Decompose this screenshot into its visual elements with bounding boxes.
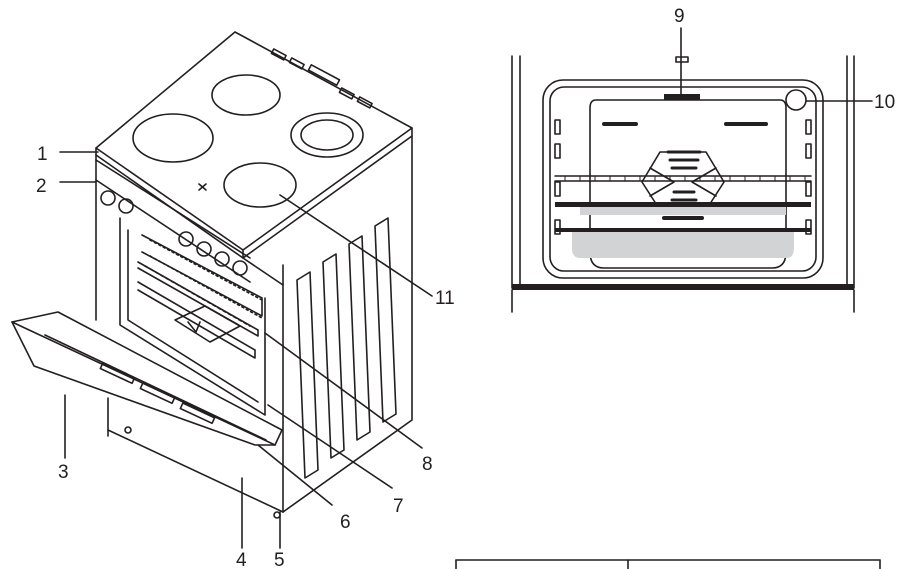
callout-1: 1 — [37, 144, 48, 165]
callout-11: 11 — [435, 288, 455, 309]
callout-4: 4 — [236, 550, 247, 569]
door-hinge-marks — [99, 362, 216, 425]
oven-cavity — [119, 217, 266, 416]
hotplate-back-right-icon — [290, 112, 364, 158]
spec-table-outline — [455, 559, 881, 569]
control-knobs — [100, 190, 248, 276]
side-panel-grooves — [296, 217, 397, 479]
callout-2: 2 — [36, 176, 47, 197]
fan-cover-pattern — [641, 150, 725, 220]
callout-9: 9 — [674, 6, 685, 27]
hotplate-back-right-inner — [300, 119, 354, 151]
oven-front-view — [511, 55, 855, 313]
cabinet-front-corner-edge — [242, 257, 284, 286]
fan-cover-icon — [174, 305, 241, 343]
callout-10: 10 — [874, 92, 895, 113]
hob-surface — [95, 31, 413, 251]
hob-edge — [95, 127, 413, 259]
hotplate-front-right-icon — [223, 162, 297, 208]
hob-indicator-strip — [270, 48, 373, 109]
foot-icon — [124, 426, 132, 434]
wire-shelf-front — [554, 175, 812, 182]
knob-5-icon — [214, 251, 230, 267]
storage-drawer — [107, 397, 284, 513]
shallow-tray — [555, 202, 811, 207]
cabinet-right-side — [282, 135, 413, 513]
oven-lamp-icon — [785, 89, 807, 111]
knob-1-icon — [100, 190, 116, 206]
callout-3: 3 — [58, 462, 69, 483]
callout-5: 5 — [274, 550, 285, 569]
callout-labels: 1 2 3 4 5 6 7 8 9 10 11 — [36, 6, 895, 569]
hob-center-mark-icon — [198, 183, 207, 191]
deep-tray — [555, 228, 811, 232]
baking-tray — [137, 281, 256, 359]
callout-8: 8 — [422, 454, 433, 475]
knob-4-icon — [196, 241, 212, 257]
hotplate-front-left-icon — [132, 113, 214, 163]
control-panel — [95, 159, 251, 283]
cooker-perspective — [11, 31, 413, 519]
knob-6-icon — [232, 260, 248, 276]
oven-back-panel — [589, 99, 787, 269]
foot-icon — [273, 511, 281, 519]
knob-3-icon — [178, 231, 194, 247]
oven-door — [11, 311, 283, 446]
side-shelf-rails — [554, 119, 812, 235]
callout-7: 7 — [393, 496, 404, 517]
door-glass-edge — [44, 334, 267, 441]
callout-6: 6 — [340, 512, 351, 533]
knob-2-icon — [118, 198, 134, 214]
leader-lines-left — [59, 151, 433, 549]
hotplate-back-left-icon — [211, 74, 281, 116]
